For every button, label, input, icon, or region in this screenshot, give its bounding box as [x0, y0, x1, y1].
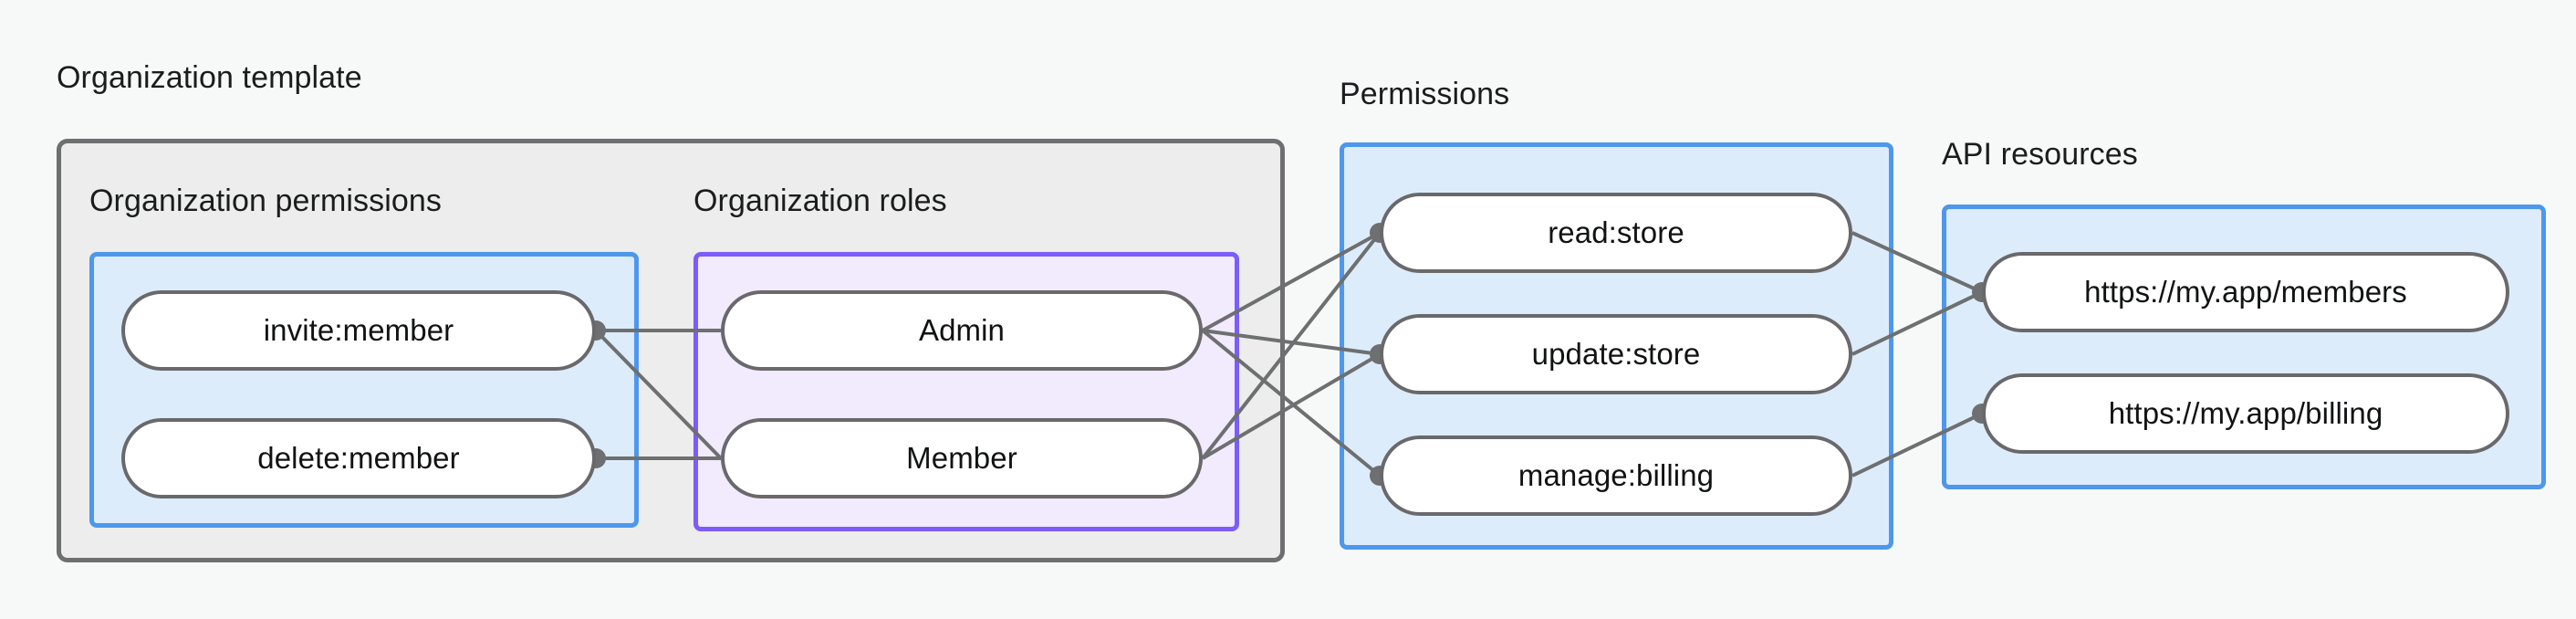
node-update-store[interactable]: update:store: [1380, 314, 1852, 394]
node-read-store[interactable]: read:store: [1380, 193, 1852, 273]
node-member[interactable]: Member: [721, 418, 1203, 498]
permissions-label: Permissions: [1340, 77, 1510, 111]
node-invite-member[interactable]: invite:member: [121, 290, 596, 371]
node-admin[interactable]: Admin: [721, 290, 1203, 371]
node-members-url[interactable]: https://my.app/members: [1982, 252, 2509, 332]
organization-permissions-label: Organization permissions: [89, 184, 443, 218]
api-resources-label: API resources: [1942, 137, 2138, 172]
organization-roles-label: Organization roles: [694, 184, 947, 218]
node-billing-url[interactable]: https://my.app/billing: [1982, 373, 2509, 454]
node-delete-member[interactable]: delete:member: [121, 418, 596, 498]
organization-template-label: Organization template: [57, 60, 362, 95]
node-manage-billing[interactable]: manage:billing: [1380, 435, 1852, 516]
